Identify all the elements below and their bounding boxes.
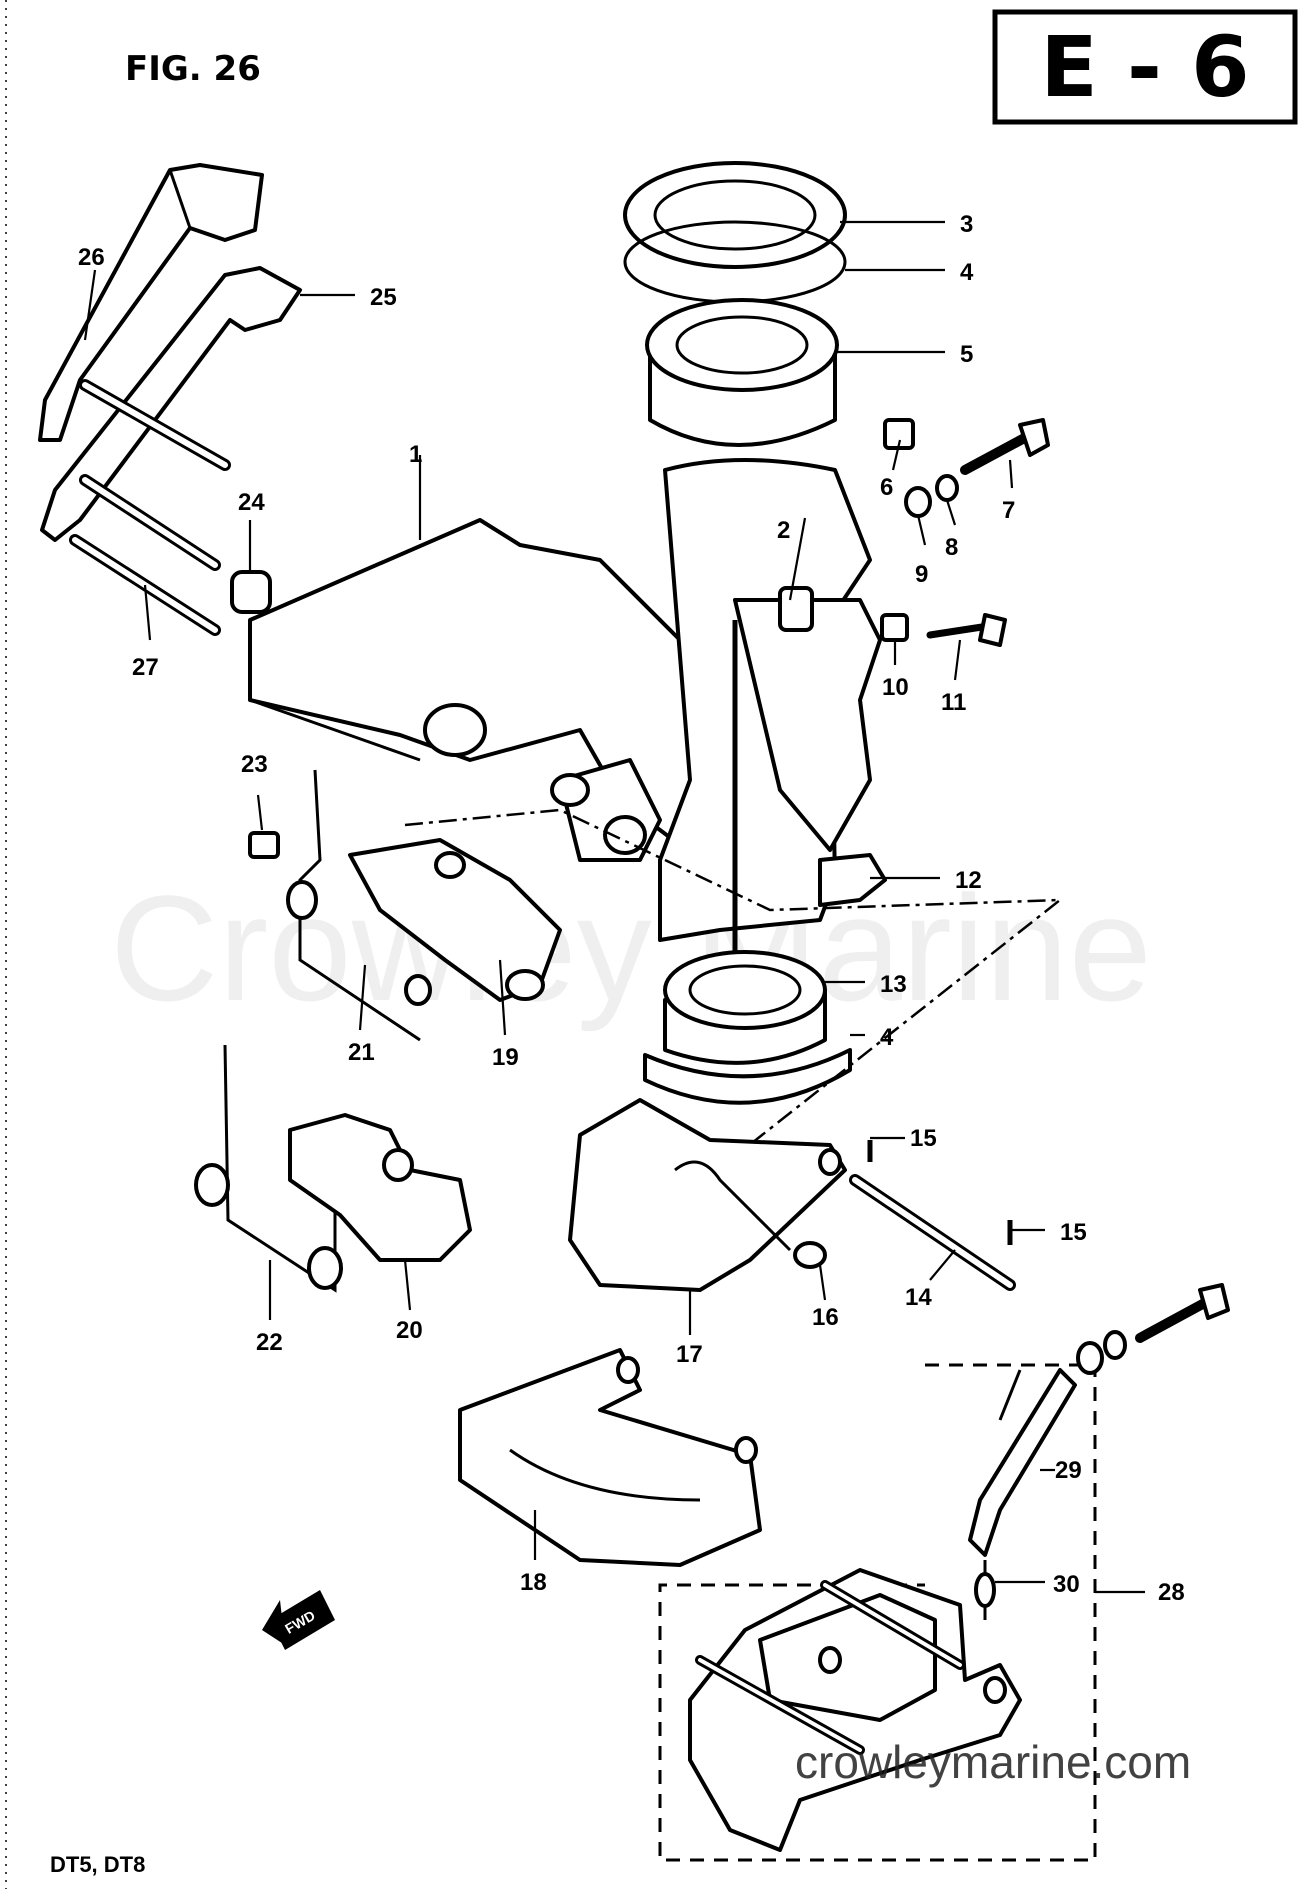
callout-26: 26 [78, 244, 105, 271]
callout-18: 18 [520, 1569, 547, 1596]
part-9-washer [904, 486, 932, 518]
callout-22: 22 [256, 1329, 283, 1356]
page-code-box: E - 6 [992, 9, 1298, 125]
callout-29: 29 [1055, 1457, 1082, 1484]
callout-24: 24 [238, 489, 265, 516]
callout-8: 8 [945, 534, 958, 561]
callout-16: 16 [812, 1304, 839, 1331]
part-14-rod [849, 1174, 1016, 1291]
figure-title: FIG. 26 [125, 49, 261, 89]
part-5-bushing [645, 298, 839, 447]
callout-15-lower: 15 [1060, 1219, 1087, 1246]
part-3-ring [623, 161, 847, 269]
part-18-saddle [458, 1348, 762, 1567]
part-13-bushing [663, 950, 827, 1065]
model-label: DT5, DT8 [50, 1852, 145, 1877]
fwd-arrow-icon: FWD [262, 1590, 335, 1650]
part-29-lever [968, 1368, 1077, 1557]
website-watermark: crowleymarine.com [795, 1736, 1191, 1788]
callout-17: 17 [676, 1341, 703, 1368]
part-2-swivel-case [658, 458, 882, 980]
part-28-kit-bracket [688, 1568, 1022, 1852]
callout-3: 3 [960, 211, 973, 238]
callout-30: 30 [1053, 1571, 1080, 1598]
part-20-plate [288, 1113, 472, 1262]
watermark: Crowley Marine [110, 864, 1152, 1032]
part-10-nut [880, 613, 909, 642]
callout-14: 14 [905, 1284, 932, 1311]
part-27-pins [69, 379, 231, 636]
callout-21: 21 [348, 1039, 375, 1066]
callout-4-lower: 4 [880, 1024, 894, 1051]
part-19-lock-body [348, 838, 562, 1002]
part-30-spring [974, 1560, 996, 1620]
part-23-screw [248, 831, 280, 859]
callout-5: 5 [960, 341, 973, 368]
callout-13: 13 [880, 971, 907, 998]
callout-4-upper: 4 [960, 259, 974, 286]
part-1-swivel-bracket [248, 518, 742, 862]
callout-28: 28 [1158, 1579, 1185, 1606]
kit-bolt-washers [1076, 1283, 1230, 1375]
callout-25: 25 [370, 284, 397, 311]
callout-23: 23 [241, 751, 268, 778]
part-12-stop [818, 853, 887, 907]
callout-11: 11 [941, 689, 966, 716]
callout-9: 9 [915, 561, 928, 588]
leader-lines [83, 220, 1145, 1594]
callout-7: 7 [1002, 497, 1015, 524]
callout-12: 12 [955, 867, 982, 894]
part-11-wing-bolt [926, 613, 1007, 647]
part-8-washer [935, 474, 959, 502]
part-28-kit-outline [658, 1363, 1097, 1862]
callout-6: 6 [880, 474, 893, 501]
callout-2: 2 [777, 517, 790, 544]
part-7-bolt [960, 418, 1050, 475]
part-26-bracket [38, 163, 302, 542]
callout-19: 19 [492, 1044, 519, 1071]
callout-10: 10 [882, 674, 909, 701]
part-21-spring [286, 769, 432, 1042]
part-4-washer-lower [643, 1048, 852, 1105]
part-17-tilt-bracket [568, 1098, 847, 1292]
callout-1: 1 [409, 441, 422, 468]
page-code: E - 6 [1040, 18, 1249, 116]
callout-20: 20 [396, 1317, 423, 1344]
callout-15-upper: 15 [910, 1125, 937, 1152]
callout-27: 27 [132, 654, 159, 681]
guide-line [404, 808, 1064, 1181]
part-24-bushing [230, 570, 272, 614]
